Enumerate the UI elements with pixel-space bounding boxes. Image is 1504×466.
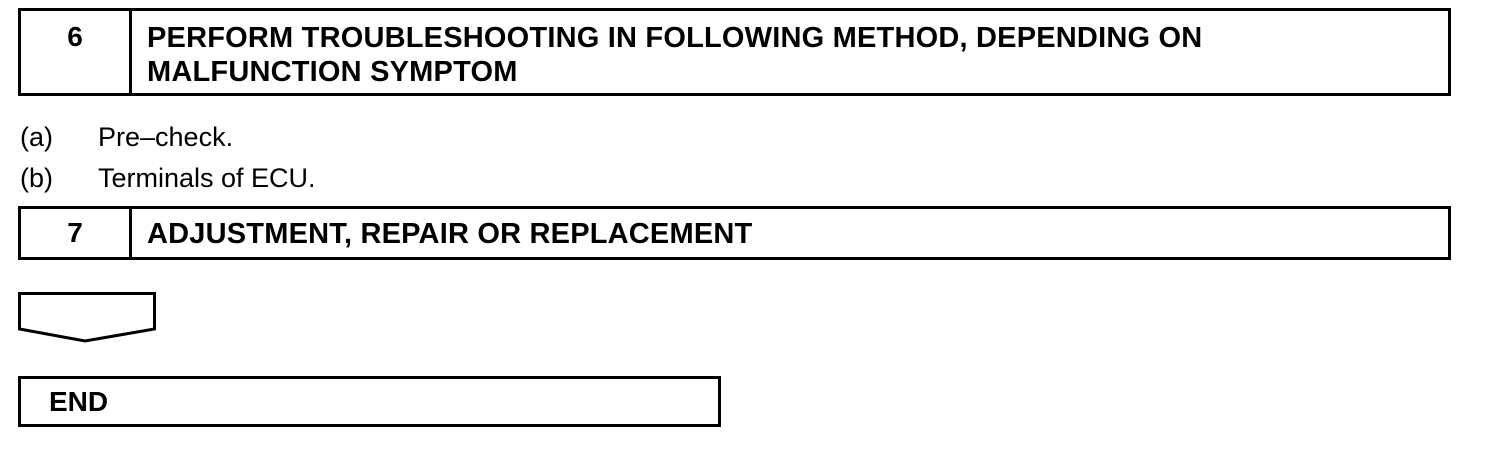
step-title: PERFORM TROUBLESHOOTING IN FOLLOWING MET…	[132, 11, 1448, 93]
substep-letter: (a)	[20, 122, 53, 152]
step-title-line-2: MALFUNCTION SYMPTOM	[147, 56, 518, 88]
step-number: 6	[21, 11, 132, 93]
down-arrow-icon	[18, 292, 156, 349]
substep-text: Terminals of ECU.	[98, 163, 316, 193]
step-title-line-1: PERFORM TROUBLESHOOTING IN FOLLOWING MET…	[147, 22, 1203, 54]
step-title: ADJUSTMENT, REPAIR OR REPLACEMENT	[132, 209, 1448, 257]
substep-a: (a) Pre–check.	[20, 122, 233, 153]
end-box: END	[18, 376, 721, 427]
step-7-box: 7 ADJUSTMENT, REPAIR OR REPLACEMENT	[18, 206, 1451, 260]
step-6-box: 6 PERFORM TROUBLESHOOTING IN FOLLOWING M…	[18, 8, 1451, 96]
step-title-line-1: ADJUSTMENT, REPAIR OR REPLACEMENT	[147, 218, 753, 250]
end-label: END	[49, 386, 109, 417]
substep-b: (b) Terminals of ECU.	[20, 163, 316, 194]
step-number: 7	[21, 209, 132, 257]
substep-text: Pre–check.	[98, 122, 234, 152]
substep-letter: (b)	[20, 163, 53, 193]
